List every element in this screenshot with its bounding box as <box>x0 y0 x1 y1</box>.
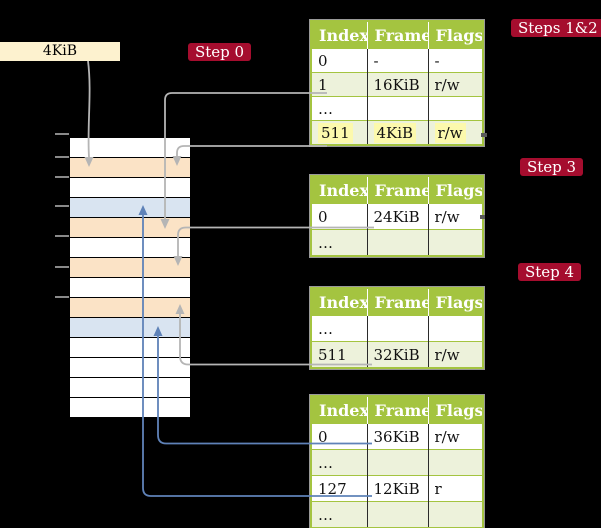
page-table-2: Index Frame Flags 0 24KiB r/w … <box>309 174 485 258</box>
col-header-flags: Flags <box>427 21 483 49</box>
cell-frame <box>366 315 428 342</box>
col-header-flags: Flags <box>427 288 483 316</box>
cell-index: 511 <box>311 341 367 368</box>
memory-frame-row <box>70 238 190 258</box>
cell-flags: - <box>427 48 483 73</box>
cell-flags <box>427 501 483 528</box>
cell-index: 0 <box>311 423 367 450</box>
cell-frame <box>366 449 428 476</box>
table-row: … <box>311 96 483 121</box>
cell-frame: 24KiB <box>366 203 428 230</box>
memory-frame-row <box>70 318 190 338</box>
cell-frame: 36KiB <box>366 423 428 450</box>
memory-frame-row <box>70 198 190 218</box>
address-tick <box>55 266 69 268</box>
cell-frame: 16KiB <box>366 72 428 97</box>
table-row: … <box>311 315 483 342</box>
table-row: … <box>311 449 483 476</box>
table-row-highlighted: 511 4KiB r/w <box>311 120 483 145</box>
memory-frame-row <box>70 298 190 318</box>
cell-flags: r/w <box>427 423 483 450</box>
table-header-row: Index Frame Flags <box>311 288 483 316</box>
address-tick <box>55 176 69 178</box>
memory-frame-row <box>70 158 190 178</box>
page-table-3: Index Frame Flags … 511 32KiB r/w <box>309 286 485 370</box>
cell-flags <box>427 229 483 256</box>
memory-stack <box>70 138 190 418</box>
table-header-row: Index Frame Flags <box>311 21 483 49</box>
col-header-frame: Frame <box>366 288 428 316</box>
memory-frame-row <box>70 178 190 198</box>
table-row: … <box>311 229 483 256</box>
frame-address-label: 4KiB <box>0 42 120 61</box>
memory-frame-row <box>70 378 190 398</box>
table-header-row: Index Frame Flags <box>311 396 483 424</box>
badge-step-4: Step 4 <box>518 263 582 281</box>
table-row: 1 16KiB r/w <box>311 72 483 97</box>
cell-flags: r <box>427 475 483 502</box>
table-row: … <box>311 501 483 528</box>
table-row: 127 12KiB r <box>311 475 483 502</box>
memory-frame-row <box>70 138 190 158</box>
cell-flags: r/w <box>427 341 483 368</box>
address-tick <box>55 205 69 207</box>
memory-frame-row <box>70 338 190 358</box>
table-row: 511 32KiB r/w <box>311 341 483 368</box>
memory-frame-row <box>70 218 190 238</box>
col-header-flags: Flags <box>427 176 483 204</box>
col-header-frame: Frame <box>366 176 428 204</box>
arrow-t1-entry511-to-4kib-frame <box>176 145 327 157</box>
cell-index: 0 <box>311 203 367 230</box>
col-header-flags: Flags <box>427 396 483 424</box>
memory-frame-row <box>70 278 190 298</box>
cell-flags: r/w <box>427 72 483 97</box>
cell-frame: 12KiB <box>366 475 428 502</box>
cell-index: … <box>311 315 367 342</box>
cell-index: 0 <box>311 48 367 73</box>
col-header-frame: Frame <box>366 21 428 49</box>
badge-step-3: Step 3 <box>520 158 584 176</box>
address-tick <box>55 156 69 158</box>
cell-flags: r/w <box>427 203 483 230</box>
cell-frame: - <box>366 48 428 73</box>
address-tick <box>55 133 69 135</box>
table-header-row: Index Frame Flags <box>311 176 483 204</box>
badge-step-0: Step 0 <box>188 43 252 61</box>
memory-frame-row <box>70 358 190 378</box>
page-table-4: Index Frame Flags 0 36KiB r/w … 127 12Ki… <box>309 394 485 528</box>
page-table-1: Index Frame Flags 0 - - 1 16KiB r/w … 51… <box>309 19 485 147</box>
cell-frame <box>366 229 428 256</box>
cell-flags: r/w <box>427 120 483 145</box>
memory-frame-row <box>70 398 190 418</box>
table-row: 0 36KiB r/w <box>311 423 483 450</box>
col-header-frame: Frame <box>366 396 428 424</box>
cell-index: 511 <box>311 120 367 145</box>
cell-index: 127 <box>311 475 367 502</box>
cell-index: 1 <box>311 72 367 97</box>
cell-index: … <box>311 96 367 121</box>
cell-index: … <box>311 501 367 528</box>
col-header-index: Index <box>311 396 367 424</box>
cell-flags <box>427 96 483 121</box>
badge-steps-1-2: Steps 1&2 <box>511 19 601 37</box>
cell-flags <box>427 315 483 342</box>
table-row: 0 - - <box>311 48 483 73</box>
col-header-index: Index <box>311 288 367 316</box>
cell-index: … <box>311 229 367 256</box>
cell-frame <box>366 96 428 121</box>
cell-frame: 4KiB <box>366 120 428 145</box>
cell-frame <box>366 501 428 528</box>
cell-frame: 32KiB <box>366 341 428 368</box>
table-row: 0 24KiB r/w <box>311 203 483 230</box>
cell-flags <box>427 449 483 476</box>
col-header-index: Index <box>311 21 367 49</box>
address-tick <box>55 235 69 237</box>
col-header-index: Index <box>311 176 367 204</box>
memory-frame-row <box>70 258 190 278</box>
address-tick <box>55 296 69 298</box>
cell-index: … <box>311 449 367 476</box>
